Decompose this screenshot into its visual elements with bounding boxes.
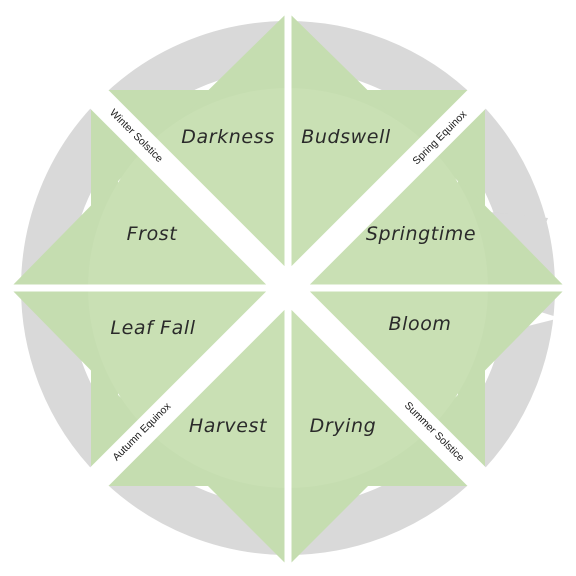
segment-label-drying: Drying [310, 415, 377, 437]
segment-labels: Darkness Budswell Springtime Bloom Dryin… [110, 126, 476, 437]
segment-label-darkness: Darkness [181, 126, 274, 148]
segment-label-springtime: Springtime [366, 223, 476, 245]
segment-label-leaffall: Leaf Fall [110, 317, 195, 339]
segment-label-frost: Frost [127, 223, 179, 245]
segment-label-bloom: Bloom [388, 313, 451, 335]
center-hub [274, 274, 302, 302]
segment-label-budswell: Budswell [301, 126, 391, 148]
segment-dividers [8, 8, 568, 568]
segment-label-harvest: Harvest [189, 415, 268, 437]
